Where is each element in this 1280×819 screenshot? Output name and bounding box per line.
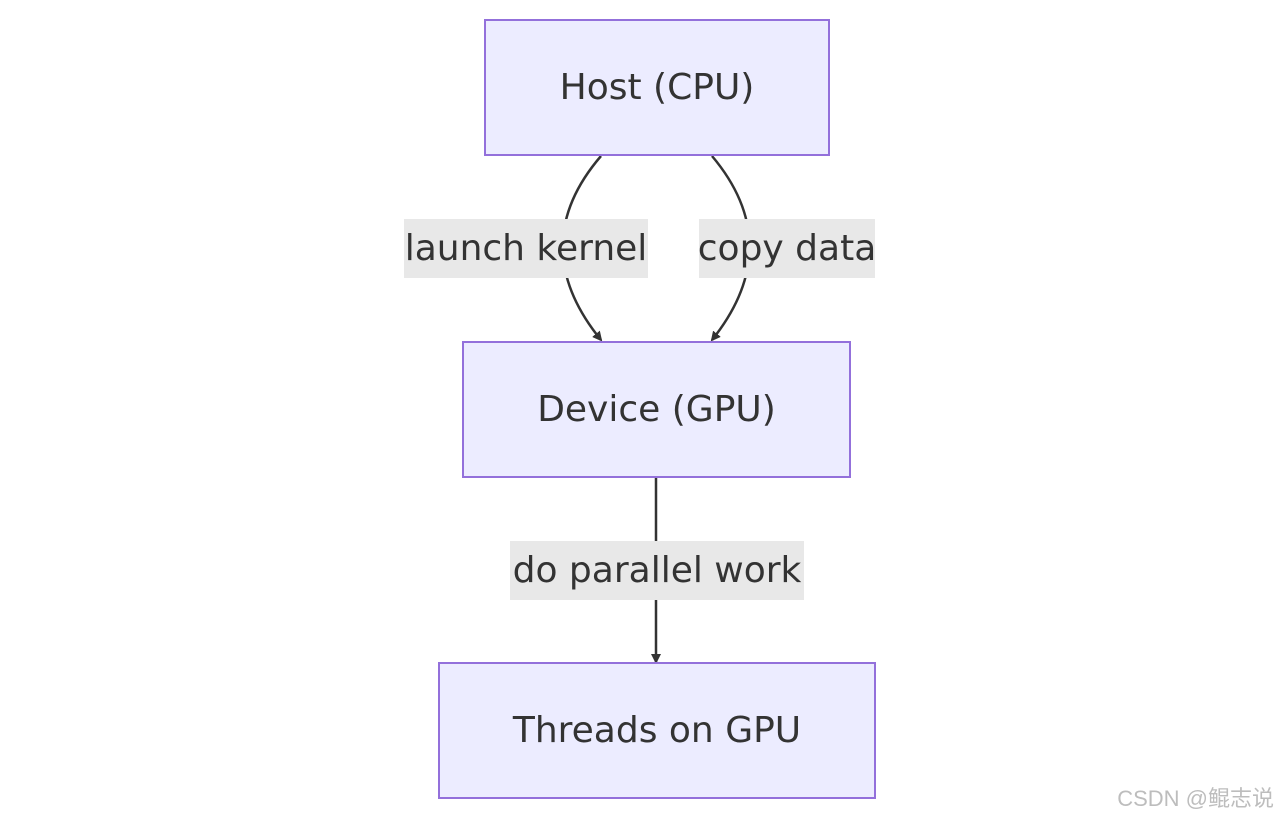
node-threads-on-gpu: Threads on GPU [438, 662, 876, 799]
node-host-cpu-label: Host (CPU) [559, 67, 755, 108]
edge-label-do-parallel-work: do parallel work [510, 541, 804, 600]
node-threads-on-gpu-label: Threads on GPU [512, 710, 802, 751]
edge-label-launch-kernel: launch kernel [404, 219, 648, 278]
node-device-gpu-label: Device (GPU) [537, 389, 776, 430]
node-host-cpu: Host (CPU) [484, 19, 830, 156]
node-device-gpu: Device (GPU) [462, 341, 851, 478]
edge-label-copy-data: copy data [698, 219, 876, 278]
watermark: CSDN @鲲志说 [1117, 786, 1274, 811]
